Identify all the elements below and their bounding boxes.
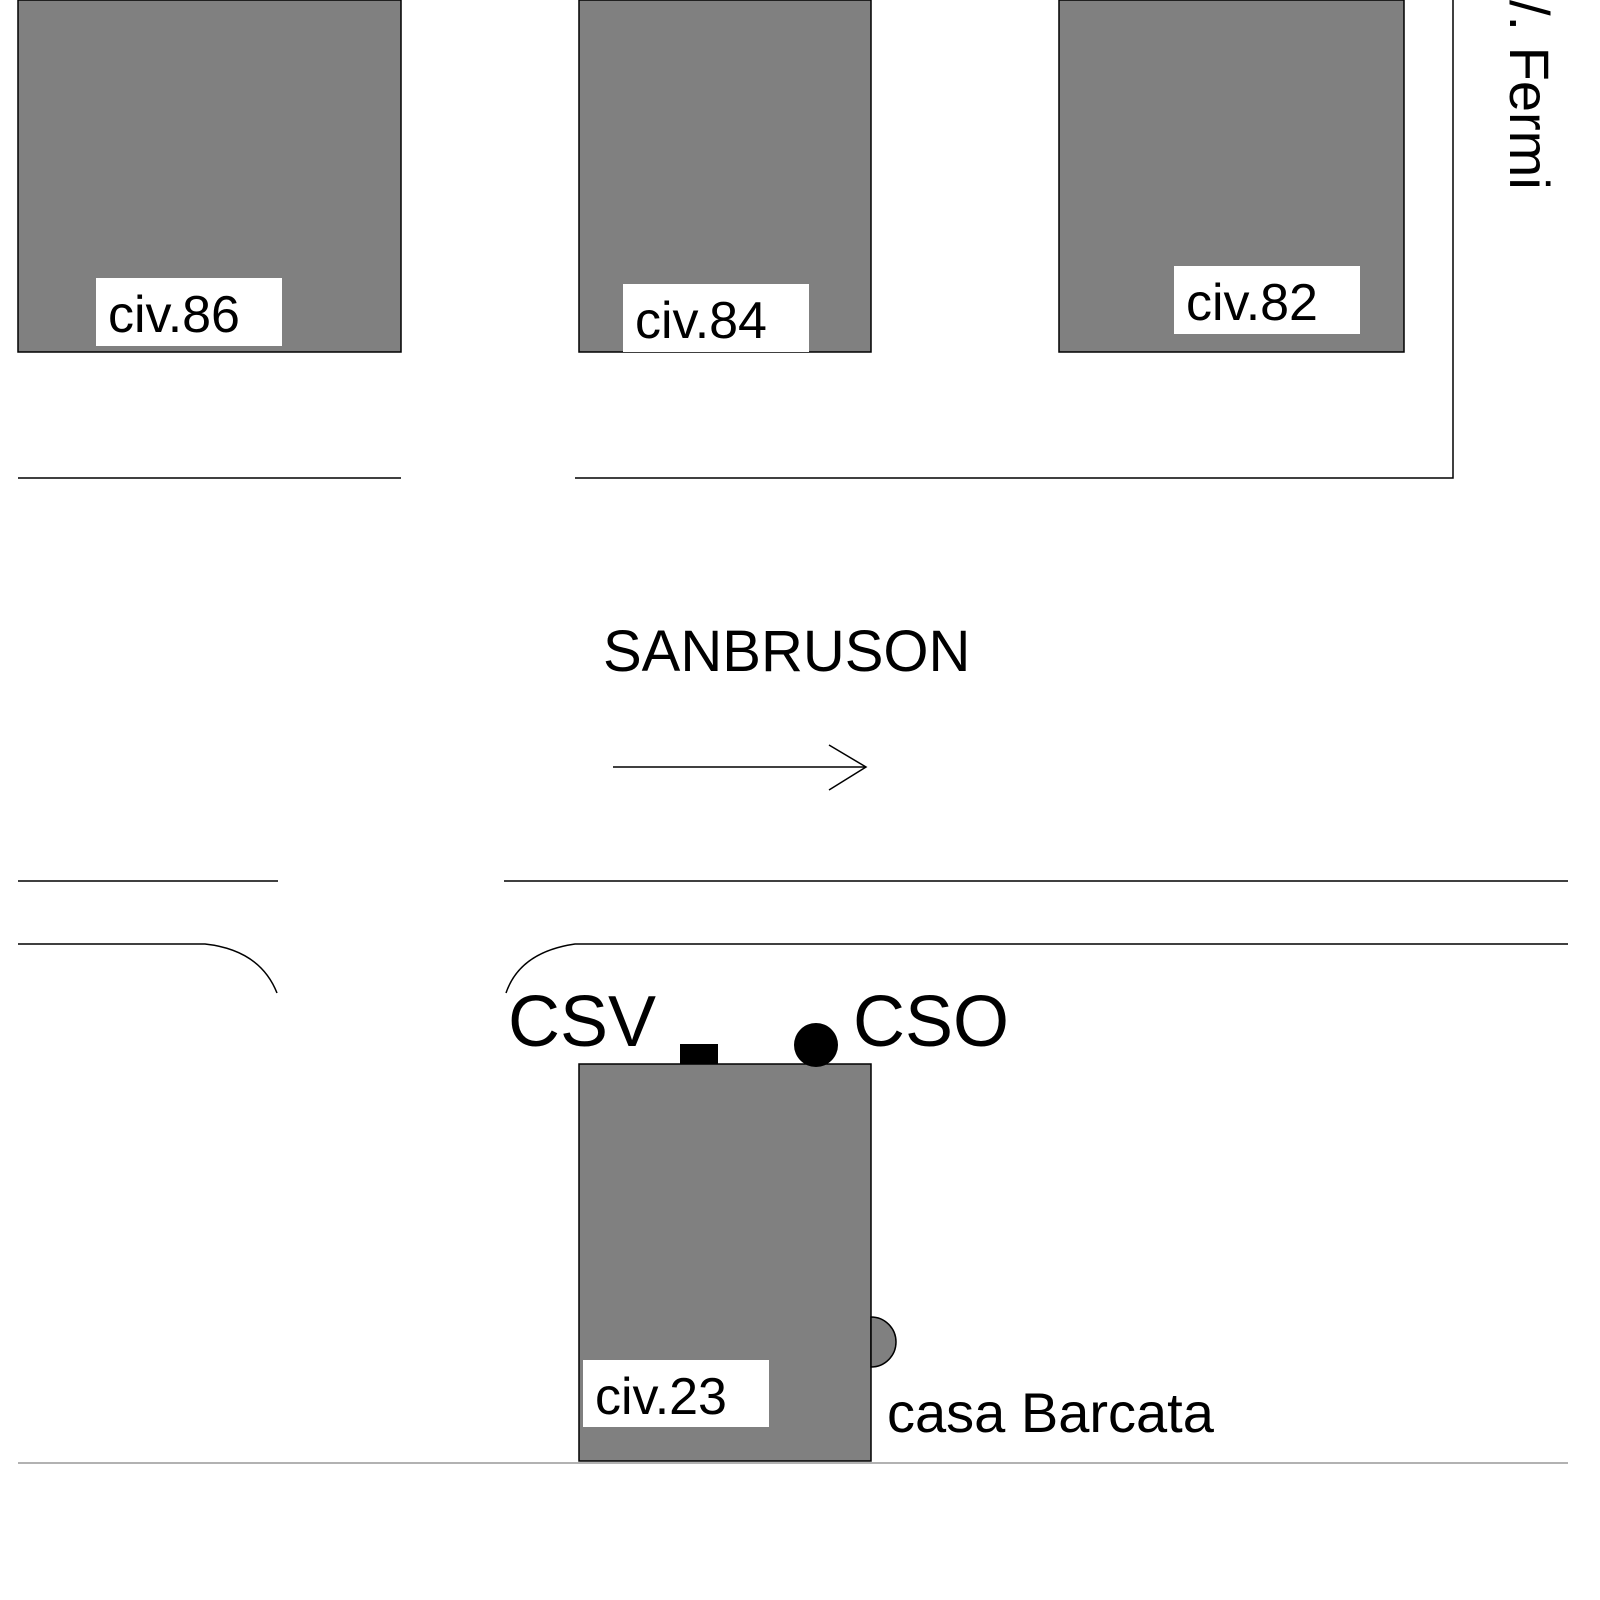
building-label-civ-84: civ.84 — [635, 292, 767, 350]
building-civ-86: civ.86 — [17, 0, 402, 353]
label-box — [623, 284, 809, 352]
label-box — [96, 278, 282, 346]
building-civ-82: civ.82 — [1058, 0, 1405, 353]
cso-marker — [794, 1023, 838, 1067]
csv-label: CSV — [508, 982, 656, 1062]
building-civ-23: civ.23 — [578, 1063, 872, 1462]
cso-label: CSO — [853, 982, 1009, 1062]
label-box — [1174, 266, 1360, 334]
building-civ-84: civ.84 — [578, 0, 872, 353]
csv-marker — [680, 1044, 718, 1064]
building-label-civ-86: civ.86 — [108, 286, 240, 344]
road-curb-left — [18, 943, 278, 994]
direction-arrow — [613, 744, 868, 791]
annex-bump — [870, 1316, 897, 1368]
building-label-civ-82: civ.82 — [1186, 274, 1318, 332]
road-edge-top-right — [575, 0, 1454, 479]
road-curb-right — [505, 943, 1568, 994]
house-label: casa Barcata — [887, 1381, 1215, 1444]
building-label-civ-23: civ.23 — [595, 1368, 727, 1426]
street-label-fermi: /. Fermi — [1498, 0, 1561, 190]
direction-label: SANBRUSON — [603, 619, 970, 684]
label-box — [583, 1360, 769, 1427]
